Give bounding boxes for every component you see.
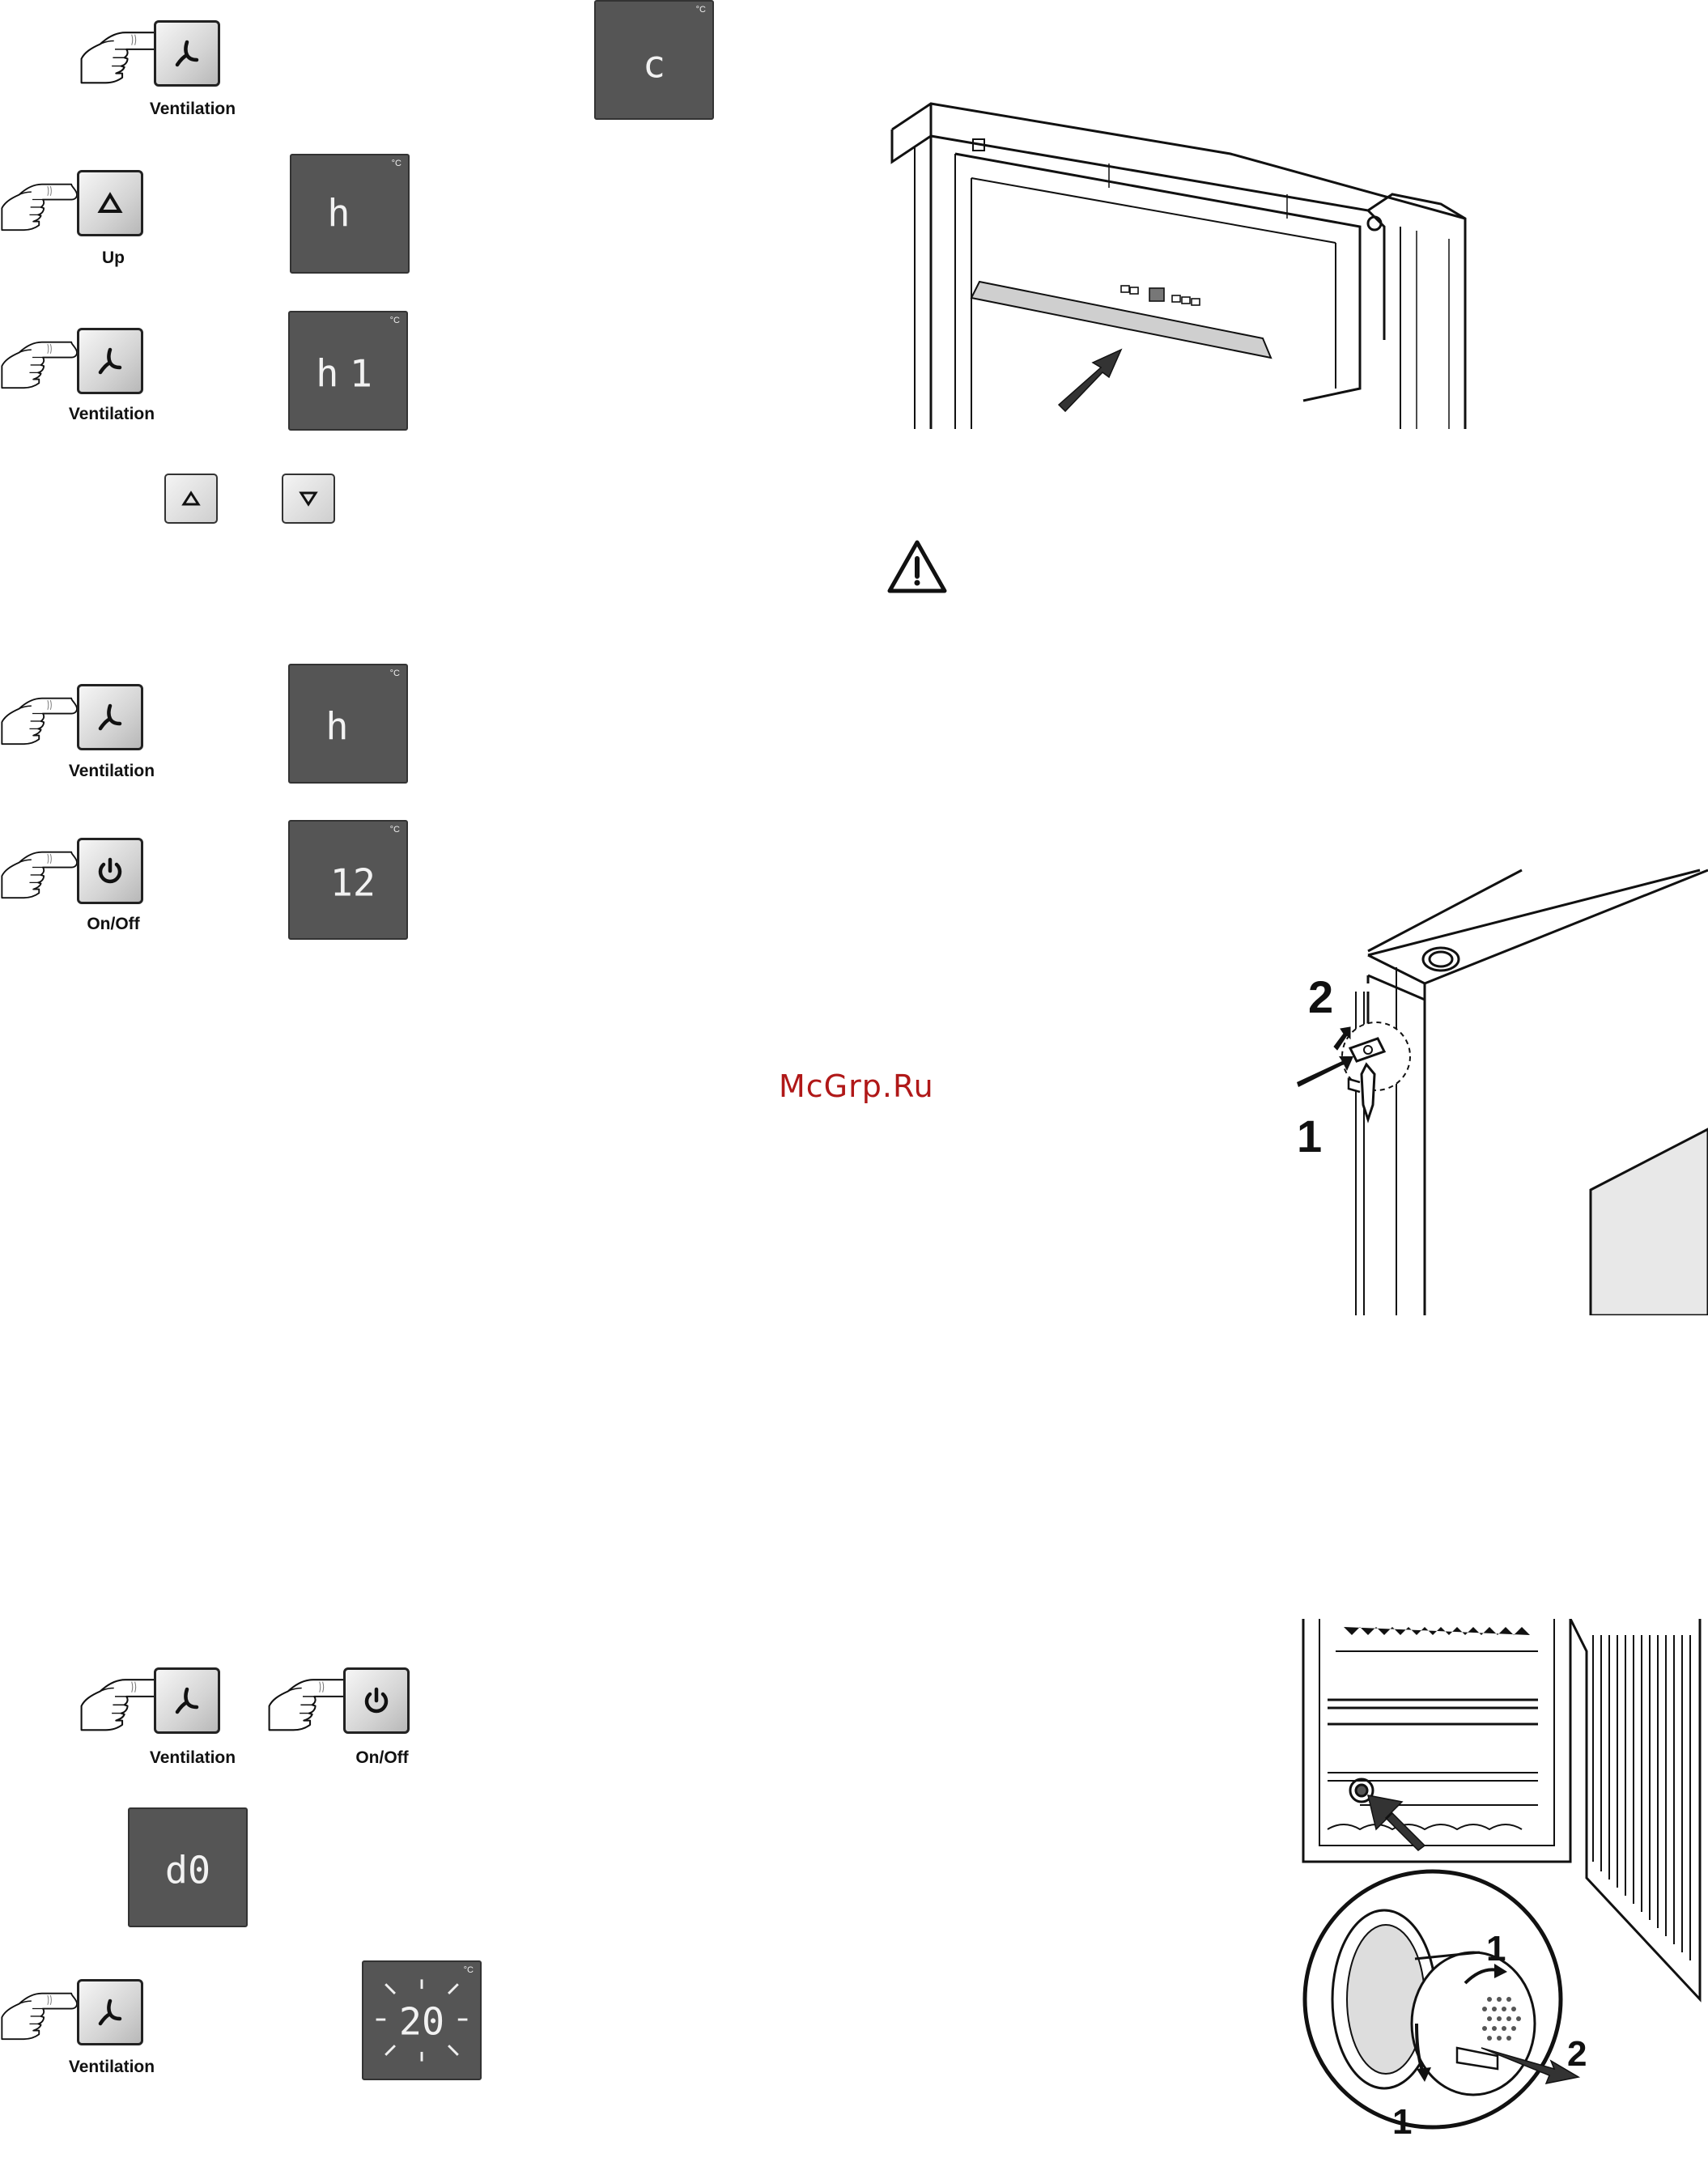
ventilation-label: Ventilation bbox=[69, 762, 155, 781]
display-4: °C 12 bbox=[288, 820, 408, 940]
fan-icon bbox=[169, 36, 205, 71]
display-6-blinking: °C 20 bbox=[362, 1960, 482, 2080]
power-icon bbox=[359, 1683, 394, 1718]
onoff-label: On/Off bbox=[87, 915, 139, 934]
display-5: d0 bbox=[128, 1807, 248, 1927]
triangle-up-icon bbox=[92, 185, 128, 221]
power-icon bbox=[92, 853, 128, 889]
pointing-hand-icon bbox=[0, 324, 81, 401]
triangle-up-icon bbox=[179, 486, 203, 511]
step-number-2: 2 bbox=[1308, 971, 1333, 1022]
down-arrow-button[interactable] bbox=[282, 474, 335, 524]
fan-icon bbox=[92, 699, 128, 735]
pointing-hand-icon bbox=[0, 680, 81, 758]
ventilation-button[interactable] bbox=[154, 20, 220, 87]
ventilation-button[interactable] bbox=[154, 1667, 220, 1734]
display-2: °C h1 bbox=[288, 311, 408, 431]
air-filter-removal-illustration: 1 1 2 bbox=[1295, 1619, 1708, 2179]
pointing-hand-icon bbox=[0, 1975, 81, 2053]
ventilation-label: Ventilation bbox=[69, 2058, 155, 2077]
display-digits: c bbox=[643, 43, 665, 87]
fan-icon bbox=[169, 1683, 205, 1718]
display-digits: h bbox=[325, 705, 348, 749]
ventilation-label: Ventilation bbox=[150, 1748, 236, 1768]
display-top: °C c bbox=[594, 0, 714, 120]
display-3: °C h bbox=[288, 664, 408, 784]
display-digits: 12 bbox=[330, 861, 376, 905]
display-1: °C h bbox=[290, 154, 410, 274]
pointing-hand-icon bbox=[0, 166, 81, 244]
up-label: Up bbox=[102, 248, 125, 268]
fan-icon bbox=[92, 343, 128, 379]
door-lock-key-illustration: 2 1 bbox=[1287, 862, 1708, 1315]
appliance-control-panel-illustration bbox=[882, 97, 1473, 437]
display-digits: h bbox=[327, 193, 350, 236]
display-text-c: c bbox=[596, 2, 712, 118]
warning-triangle-icon bbox=[886, 539, 948, 594]
ventilation-label: Ventilation bbox=[150, 100, 236, 119]
triangle-down-icon bbox=[296, 486, 321, 511]
watermark: McGrp.Ru bbox=[779, 1068, 934, 1104]
pointing-hand-icon bbox=[0, 834, 81, 911]
onoff-button[interactable] bbox=[343, 1667, 410, 1734]
ventilation-label: Ventilation bbox=[69, 405, 155, 424]
display-digits: 20 bbox=[399, 2001, 444, 2045]
ventilation-button[interactable] bbox=[77, 328, 143, 394]
fan-icon bbox=[92, 1994, 128, 2030]
ventilation-button[interactable] bbox=[77, 1979, 143, 2045]
step-number-1: 1 bbox=[1297, 1111, 1322, 1162]
step-number-1: 1 bbox=[1392, 2102, 1412, 2142]
display-digits: h1 bbox=[316, 352, 383, 396]
onoff-button[interactable] bbox=[77, 838, 143, 904]
step-number-1: 1 bbox=[1486, 1929, 1506, 1969]
step-number-2: 2 bbox=[1567, 2034, 1587, 2074]
display-digits: d0 bbox=[165, 1849, 210, 1892]
ventilation-button[interactable] bbox=[77, 684, 143, 750]
up-arrow-button[interactable] bbox=[164, 474, 218, 524]
up-button[interactable] bbox=[77, 170, 143, 236]
onoff-label: On/Off bbox=[355, 1748, 408, 1768]
